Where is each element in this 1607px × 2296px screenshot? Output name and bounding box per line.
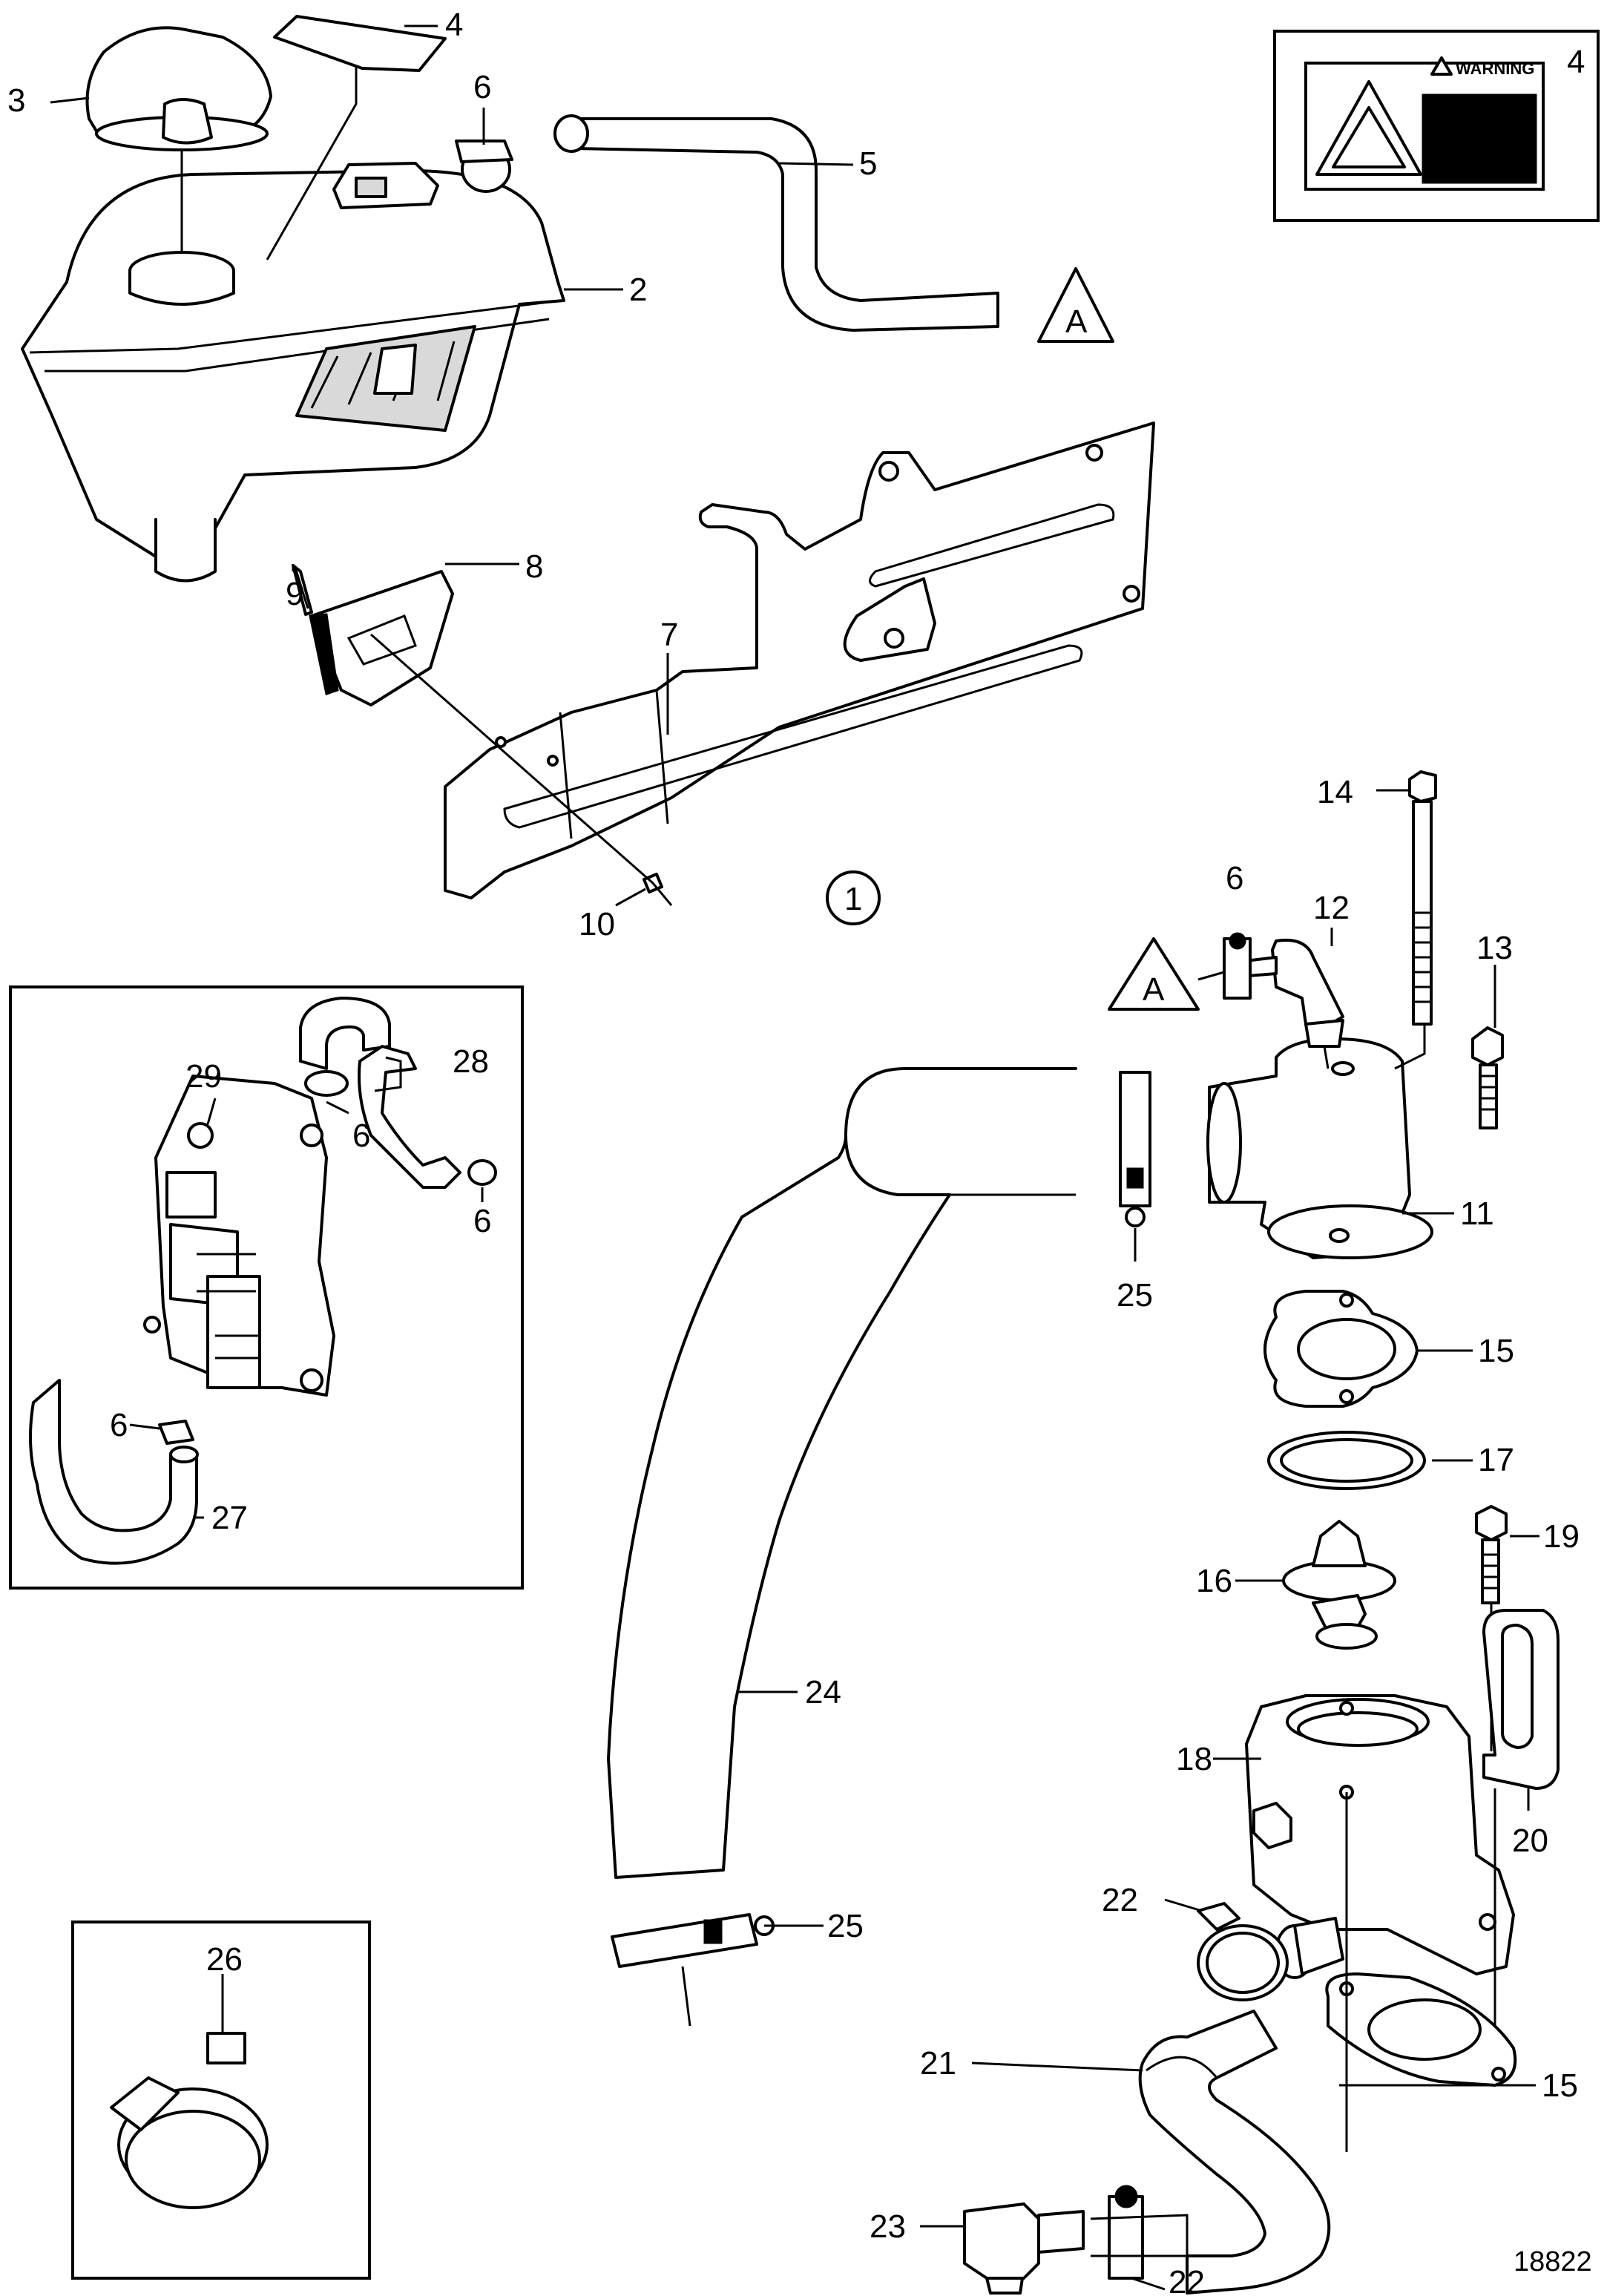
- callout-19: 19: [1543, 1518, 1580, 1555]
- callout-6-inset-c: 6: [110, 1407, 128, 1443]
- callout-27: 27: [211, 1500, 248, 1536]
- warning-decal-small: [266, 15, 447, 260]
- coolant-hose-24: [607, 1067, 1077, 1879]
- warning-decal-frame: [1273, 30, 1600, 222]
- coolant-hose-21: [1138, 2010, 1331, 2295]
- lifting-eye-20: [1482, 1609, 1560, 2048]
- callout-4-tank: 4: [445, 7, 463, 43]
- connection-a-lower: [1108, 937, 1225, 1011]
- callout-25-lower: 25: [827, 1908, 864, 1944]
- callout-15-upper: 15: [1478, 1333, 1514, 1369]
- inset-pump-assembly: [9, 985, 524, 1590]
- mounting-bracket: [444, 422, 1155, 899]
- vent-hose: [553, 114, 999, 332]
- callout-5: 5: [859, 145, 877, 182]
- gasket-15-upper: [1263, 1290, 1419, 1408]
- connection-a-top: [1037, 267, 1114, 343]
- callout-13: 13: [1476, 930, 1513, 966]
- callout-9: 9: [286, 576, 303, 612]
- callout-22-lower: 22: [1169, 2264, 1205, 2296]
- callout-24: 24: [805, 1674, 841, 1710]
- filler-cap: [85, 26, 272, 252]
- drawing-reference-number: 18822: [1514, 2246, 1592, 2277]
- callout-28: 28: [453, 1043, 489, 1080]
- gasket-15-lower: [1325, 1792, 1517, 2152]
- callout-6-inset-a: 6: [352, 1118, 370, 1154]
- callout-6-inset-b: 6: [473, 1203, 491, 1239]
- callout-23: 23: [870, 2208, 906, 2245]
- callout-21: 21: [920, 2045, 956, 2082]
- callout-1: 1: [844, 881, 862, 917]
- elbow-fitting-23: [963, 2202, 1189, 2295]
- o-ring-17: [1267, 1431, 1426, 1490]
- expansion-tank: [21, 162, 565, 583]
- callout-6-fitting: 6: [1226, 860, 1243, 896]
- callout-29: 29: [185, 1058, 222, 1095]
- callout-2: 2: [629, 272, 647, 308]
- bolt-14: [1394, 770, 1437, 1070]
- thermostat-cover: [1206, 1037, 1433, 1259]
- elbow-fitting-12: [1238, 939, 1344, 1069]
- connection-a-lower-label: A: [1143, 971, 1165, 1008]
- callout-15-lower: 15: [1542, 2067, 1578, 2104]
- callout-12: 12: [1313, 890, 1350, 926]
- callout-4-decal: 4: [1567, 44, 1585, 80]
- thermostat-16: [1282, 1520, 1396, 1650]
- screw-9: [294, 567, 309, 609]
- hose-clamp-22-upper: [1197, 1902, 1289, 2001]
- callout-7: 7: [660, 617, 678, 653]
- hose-clamp-22-lower: [1108, 2185, 1144, 2280]
- callout-labels: 3 4 6 5 2 4 8 9 7 10 1 14 6 12 13 11 25 …: [7, 7, 1592, 2296]
- leader-lines: [50, 24, 1539, 2291]
- hose-clamp-6-near-a: [1223, 932, 1252, 1000]
- callout-6-top: 6: [473, 69, 491, 105]
- connection-a-top-label: A: [1065, 304, 1088, 340]
- callout-3: 3: [7, 82, 25, 119]
- callout-18: 18: [1176, 1741, 1212, 1777]
- hose-clamp-top: [455, 140, 513, 193]
- callout-20: 20: [1512, 1823, 1548, 1859]
- callout-25-upper: 25: [1117, 1277, 1153, 1313]
- callout-11: 11: [1460, 1195, 1494, 1232]
- nut-10: [370, 633, 673, 906]
- callout-26: 26: [206, 1941, 243, 1978]
- callout-10: 10: [579, 906, 615, 942]
- inset-hose-clamp: [71, 1921, 371, 2280]
- warning-label-text: WARNING: [1456, 59, 1534, 78]
- callout-14: 14: [1317, 774, 1353, 810]
- callout-22-upper: 22: [1102, 1882, 1138, 1918]
- callout-17: 17: [1478, 1442, 1514, 1478]
- callout-16: 16: [1196, 1563, 1232, 1599]
- callout-8: 8: [525, 548, 543, 585]
- thermostat-housing-18: [1245, 1694, 1515, 1979]
- hose-clamp-25-upper: [1119, 1071, 1151, 1227]
- hose-clamp-25-lower: [611, 1913, 775, 2027]
- bolt-13: [1471, 1026, 1504, 1129]
- assembly-circle: [826, 870, 881, 925]
